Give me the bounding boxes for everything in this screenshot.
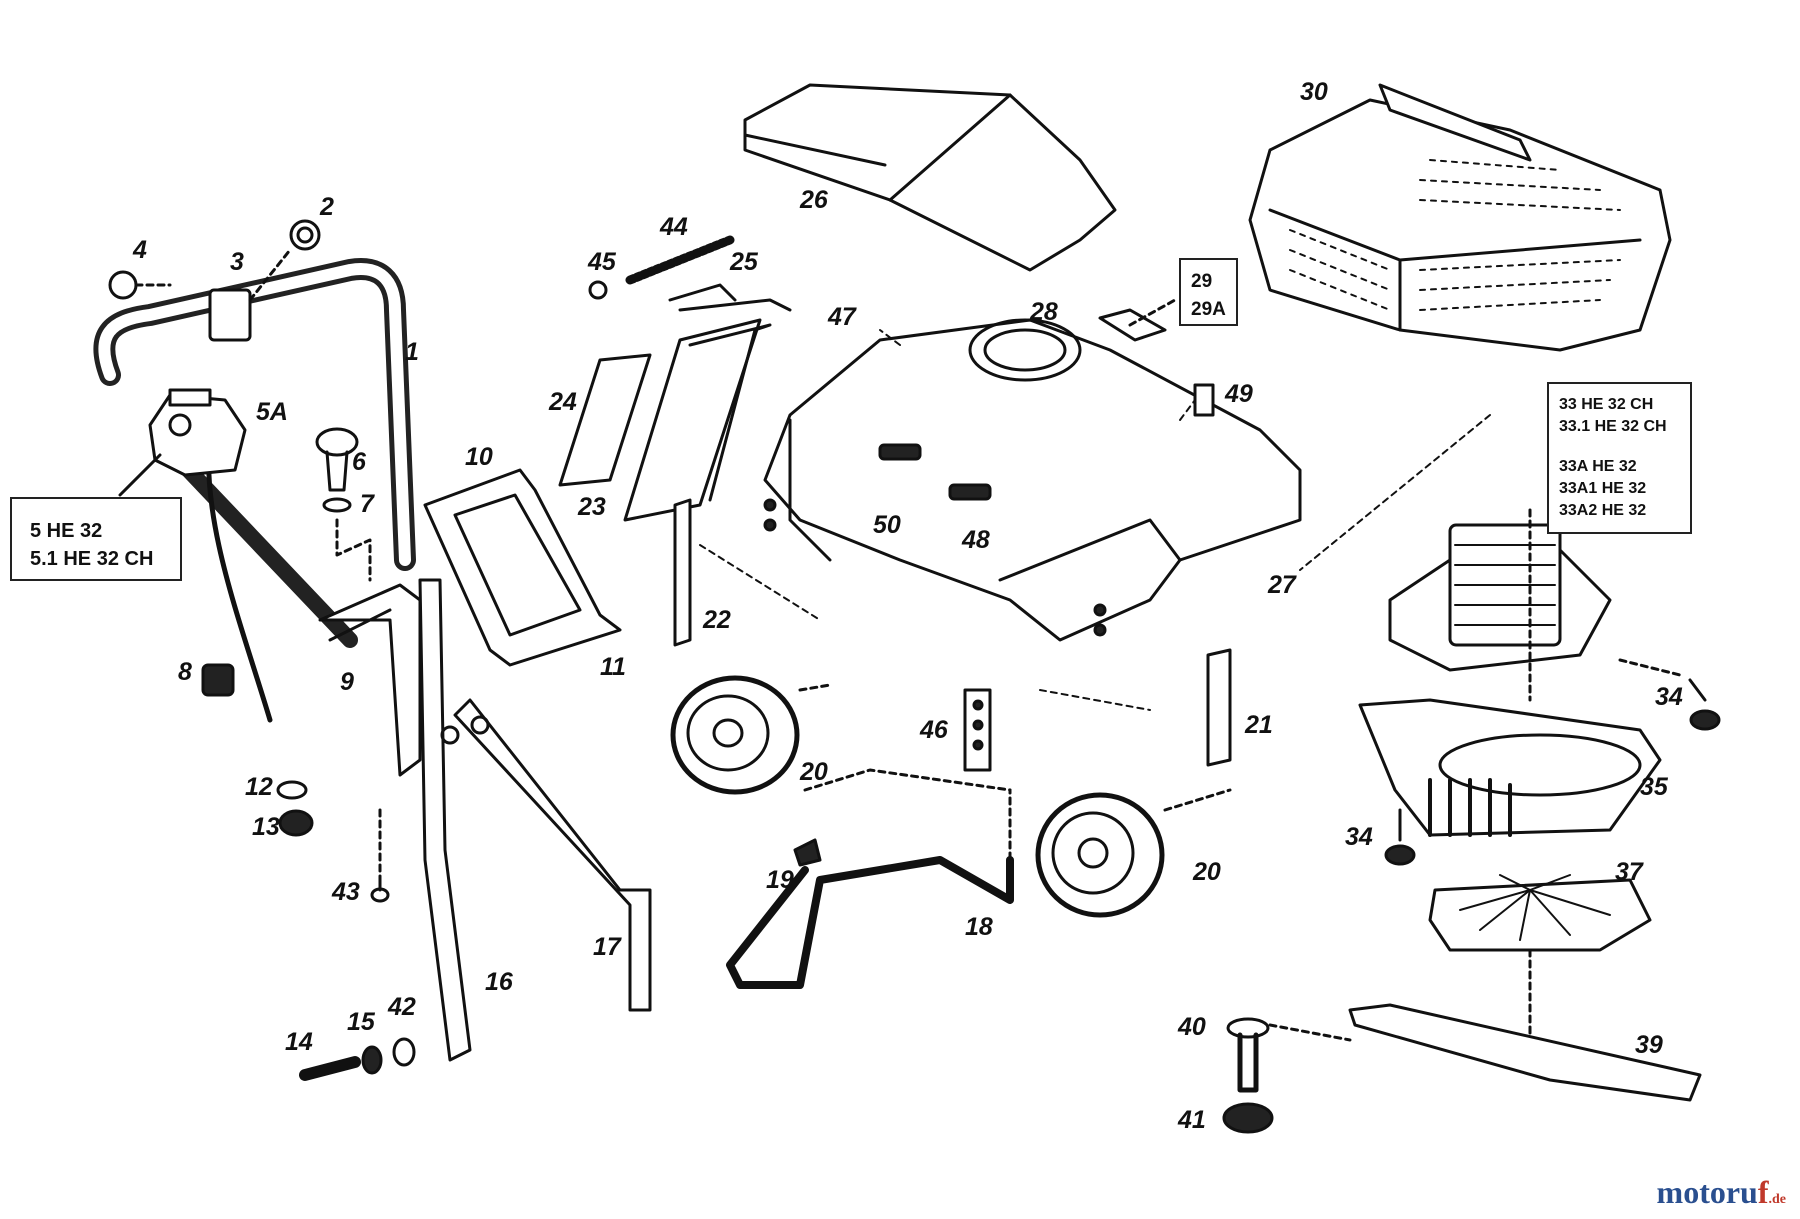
label-20a: 20 xyxy=(799,758,828,786)
fan xyxy=(1428,874,1652,1052)
label-23: 23 xyxy=(577,493,606,521)
label-19: 19 xyxy=(766,866,794,894)
clip-49 xyxy=(1193,383,1215,417)
callout-line: 33 HE 32 CH xyxy=(1559,396,1654,413)
label-26: 26 xyxy=(799,186,829,214)
grass-catcher xyxy=(1248,83,1672,352)
rod-parts xyxy=(588,235,737,302)
callout-line: 29 xyxy=(1191,271,1213,292)
label-28: 28 xyxy=(1029,298,1058,326)
label-9: 9 xyxy=(340,668,354,696)
label-13: 13 xyxy=(252,813,280,841)
callout-line: 33A2 HE 32 xyxy=(1559,502,1647,519)
label-40: 40 xyxy=(1177,1013,1206,1041)
label-39: 39 xyxy=(1635,1031,1663,1059)
label-3: 3 xyxy=(230,248,244,276)
screw-6 xyxy=(315,427,372,582)
callout-box-33: 33 HE 32 CH 33.1 HE 32 CH 33A HE 32 33A1… xyxy=(1547,382,1692,534)
axle-rod xyxy=(726,768,1014,989)
label-2: 2 xyxy=(319,193,334,221)
cable-clip xyxy=(201,663,235,697)
label-50: 50 xyxy=(873,511,901,539)
label-35: 35 xyxy=(1640,773,1669,801)
motor-assembly xyxy=(1388,508,1612,702)
label-34b: 34 xyxy=(1345,823,1373,851)
label-43: 43 xyxy=(331,878,360,906)
label-47: 47 xyxy=(827,303,857,331)
rear-flap xyxy=(558,298,792,522)
label-48: 48 xyxy=(961,526,990,554)
blade-bolt xyxy=(1222,1017,1274,1134)
label-42: 42 xyxy=(387,993,416,1021)
callout-line: 33.1 HE 32 CH xyxy=(1559,418,1667,435)
label-14: 14 xyxy=(285,1028,313,1056)
height-adjusters xyxy=(673,498,1232,772)
label-25: 25 xyxy=(729,248,759,276)
label-16: 16 xyxy=(485,968,514,996)
label-8: 8 xyxy=(178,658,192,686)
blade-housing xyxy=(1358,698,1662,837)
label-18: 18 xyxy=(965,913,993,941)
label-22: 22 xyxy=(702,606,731,634)
callout-line: 33A HE 32 xyxy=(1559,458,1637,475)
label-41: 41 xyxy=(1177,1106,1206,1134)
label-5a: 5A xyxy=(256,398,288,426)
label-4: 4 xyxy=(132,236,147,264)
label-27: 27 xyxy=(1267,571,1297,599)
motoruf-logo: motoruf.de xyxy=(1656,1174,1786,1210)
label-24: 24 xyxy=(548,388,577,416)
label-10: 10 xyxy=(465,443,493,471)
switch-box xyxy=(118,388,247,497)
lower-handle xyxy=(318,578,652,1062)
fasteners-left xyxy=(276,780,416,1081)
callout-line: 5.1 HE 32 CH xyxy=(30,548,154,570)
label-1: 1 xyxy=(405,338,419,366)
label-7: 7 xyxy=(360,490,375,518)
mower-deck xyxy=(763,318,1302,642)
label-49: 49 xyxy=(1224,380,1253,408)
top-cover xyxy=(743,83,1117,272)
label-15: 15 xyxy=(347,1008,376,1036)
label-30: 30 xyxy=(1300,78,1328,106)
label-17: 17 xyxy=(593,933,622,961)
label-20b: 20 xyxy=(1192,858,1221,886)
label-46: 46 xyxy=(919,716,949,744)
label-37: 37 xyxy=(1615,858,1644,886)
callout-box-5: 5 HE 32 5.1 HE 32 CH xyxy=(10,497,182,581)
label-11: 11 xyxy=(600,653,626,681)
callout-line: 29A xyxy=(1191,299,1226,320)
callout-line: 5 HE 32 xyxy=(30,520,103,542)
handle-knobs xyxy=(108,219,321,342)
label-45: 45 xyxy=(587,248,617,276)
label-44: 44 xyxy=(659,213,688,241)
blade xyxy=(1348,1003,1702,1102)
label-34a: 34 xyxy=(1655,683,1683,711)
label-21: 21 xyxy=(1244,711,1273,739)
screws-34 xyxy=(1384,658,1721,866)
label-6: 6 xyxy=(352,448,367,476)
label-12: 12 xyxy=(245,773,273,801)
rear-wheel xyxy=(670,675,832,795)
callout-box-29: 29 29A xyxy=(1179,258,1238,326)
frame-part xyxy=(423,468,622,667)
callout-line: 33A1 HE 32 xyxy=(1559,480,1647,497)
front-wheel xyxy=(1035,788,1232,918)
